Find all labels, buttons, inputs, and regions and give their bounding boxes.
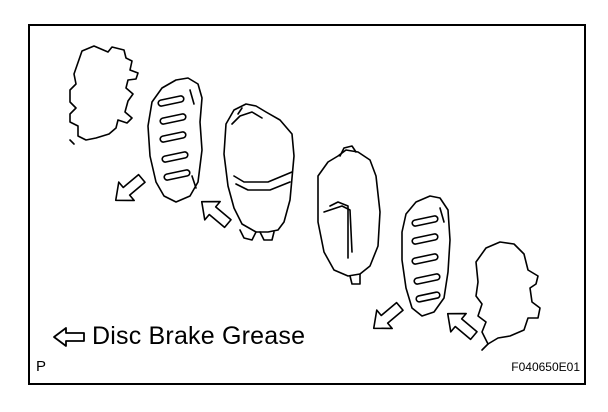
brake-pad-drawing <box>69 45 541 351</box>
inner-shim-left <box>147 77 203 203</box>
brake-pad-right <box>317 145 381 285</box>
legend-label: Disc Brake Grease <box>92 322 306 350</box>
hollow-arrow-left-icon <box>53 326 85 347</box>
corner-mark: P <box>36 358 47 375</box>
outer-shim-left <box>69 45 139 145</box>
diagram-frame: Disc Brake Grease P F040650E01 <box>28 24 586 385</box>
figure-id: F040650E01 <box>511 360 580 374</box>
grease-arrow-2 <box>200 200 232 229</box>
grease-arrow-4 <box>446 312 478 341</box>
grease-arrow-3 <box>372 301 404 330</box>
legend: Disc Brake Grease <box>52 322 305 351</box>
outer-shim-right <box>475 241 541 351</box>
brake-pad-left <box>223 103 295 241</box>
grease-arrow-1 <box>114 173 146 202</box>
inner-shim-right <box>401 195 451 317</box>
